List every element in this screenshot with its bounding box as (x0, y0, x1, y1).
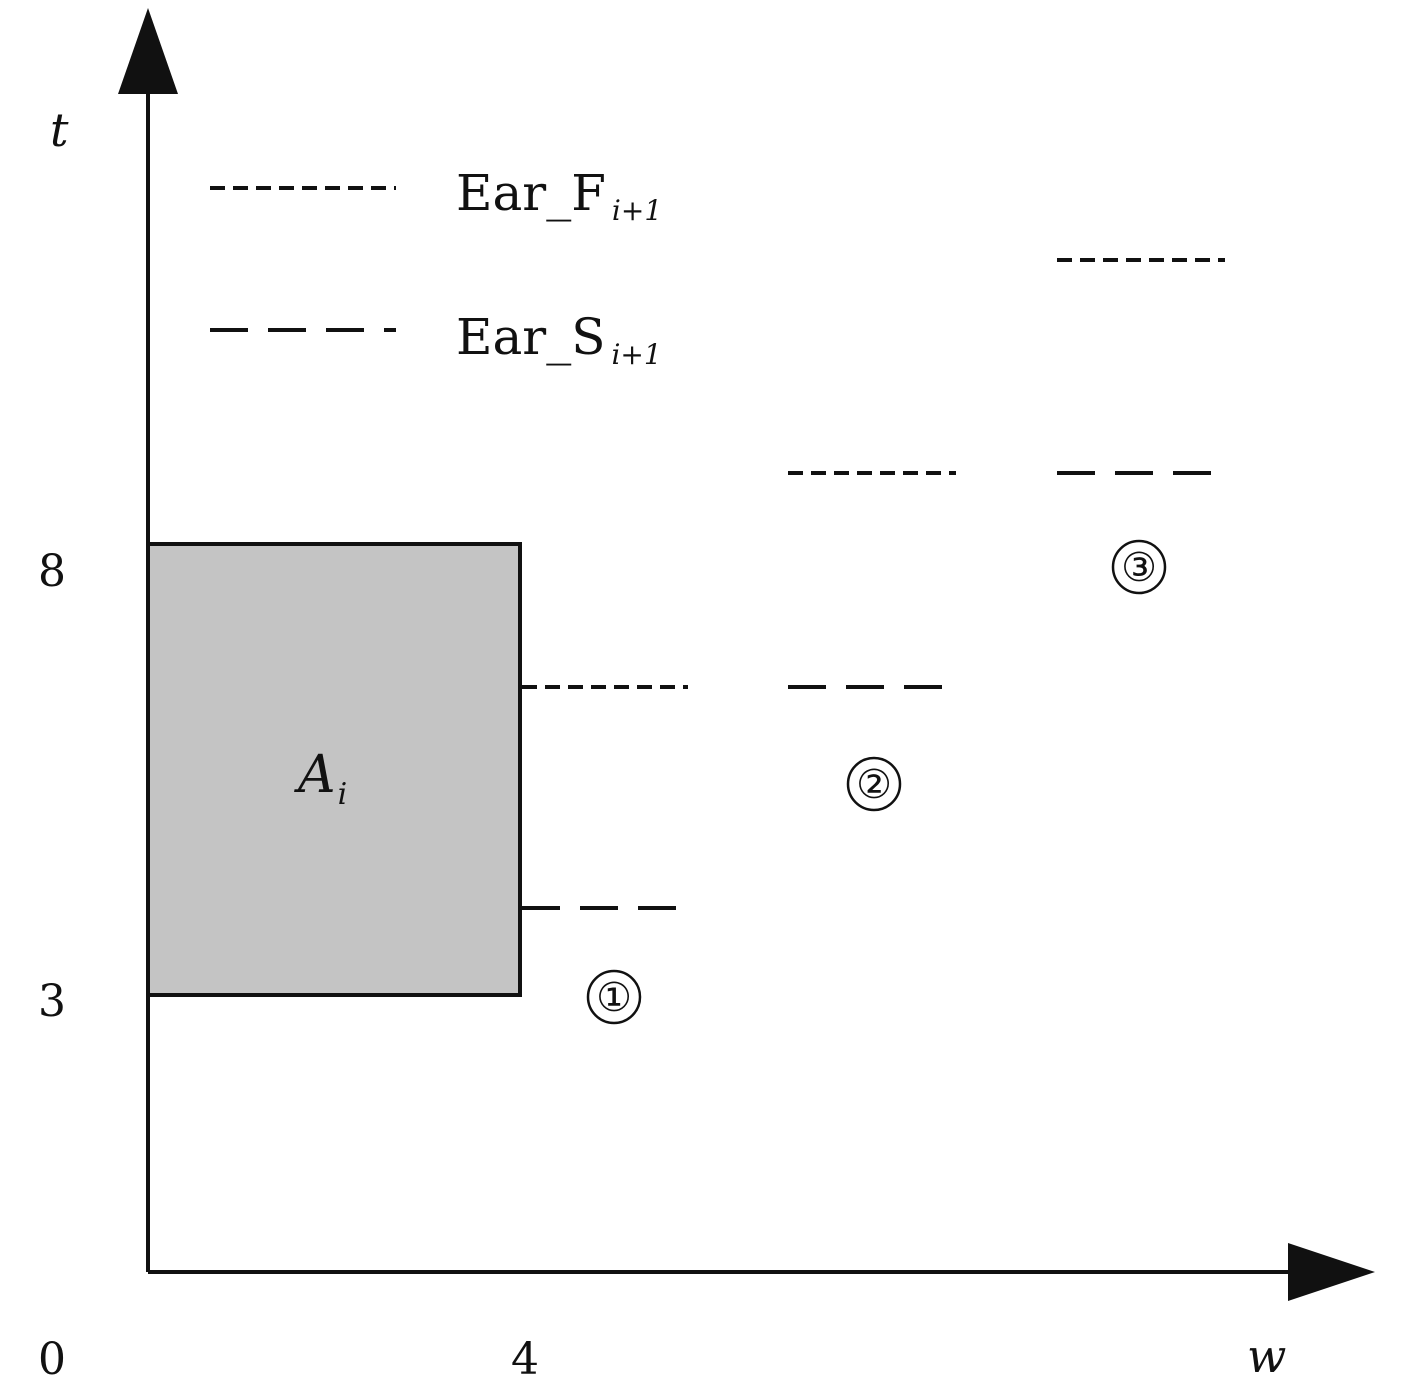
option-2-marker-circle (846, 756, 902, 812)
legend-item-ear-f-sub: i+1 (612, 194, 662, 227)
legend-item-ear-s-prefix: Ear_S (456, 308, 605, 366)
option-3-marker-circle (1111, 539, 1167, 595)
y-axis-name: t (50, 103, 69, 157)
option-2-marker: ② (856, 762, 892, 808)
block-label: Ai (294, 745, 347, 812)
block-a-i (146, 542, 522, 997)
legend-item-ear-f-prefix: Ear_F (456, 164, 606, 222)
block-label-sub: i (338, 777, 348, 812)
block-label-name: A (294, 745, 336, 805)
option-1-marker-circle (586, 969, 642, 1025)
option-3-marker: ③ (1121, 545, 1157, 591)
option-1-marker: ① (596, 975, 632, 1021)
legend-item-ear-s-sub: i+1 (611, 338, 661, 371)
x-tick-label-4: 4 (511, 1334, 539, 1380)
y-axis-arrowhead (118, 8, 178, 94)
x-axis-name: w (1247, 1329, 1286, 1380)
origin-label: 0 (38, 1334, 66, 1380)
y-tick-label-8: 8 (38, 546, 66, 597)
x-axis-arrowhead (1288, 1243, 1375, 1301)
y-tick-label-3: 3 (38, 976, 66, 1027)
